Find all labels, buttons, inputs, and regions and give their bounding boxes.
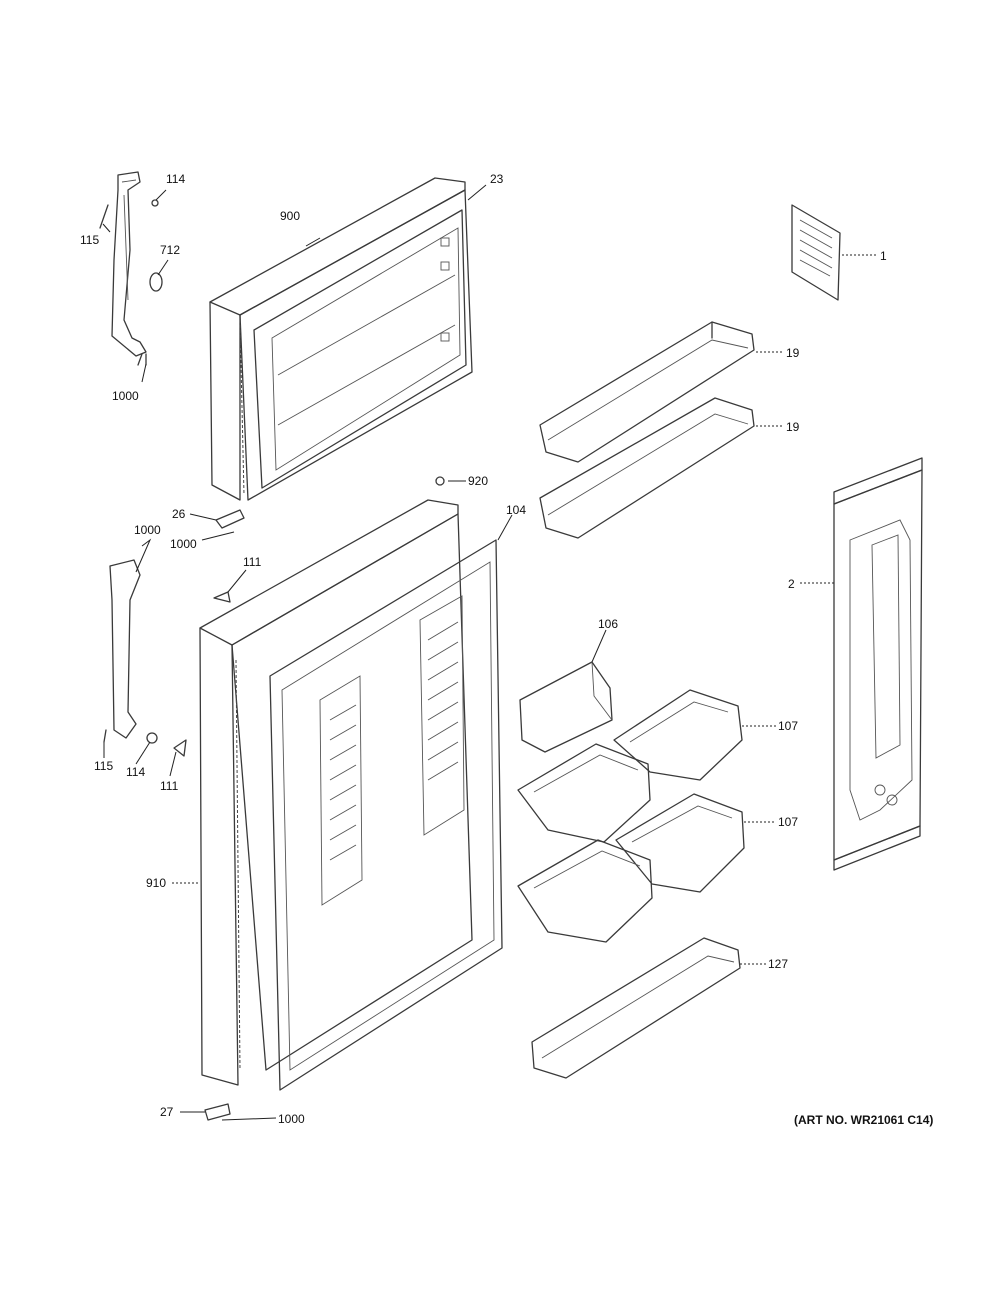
label-111-upper: 111 [243,555,262,569]
bottom-door-shelf-part [531,937,741,1079]
label-1000-mid: 1000 [170,537,197,551]
label-23: 23 [490,172,504,186]
door-bin-lower-left [517,839,653,943]
label-26: 26 [172,507,186,521]
leader-lines [102,184,876,1121]
upper-hinge-part [99,171,163,366]
label-107-upper: 107 [778,719,798,733]
label-114-lower: 114 [126,765,145,779]
label-106: 106 [598,617,618,631]
label-2: 2 [788,577,795,591]
door-bin-upper-left [517,743,651,843]
lower-hinge-part [103,476,445,1121]
owners-manual-part [791,204,841,301]
label-104: 104 [506,503,526,517]
label-127: 127 [768,957,788,971]
label-115-upper: 115 [80,233,99,247]
freezer-door-part [209,177,473,501]
label-107-lower: 107 [778,815,798,829]
door-bin-upper-right [613,689,743,781]
label-1000-upper: 1000 [112,389,139,403]
freezer-door-shelf-upper [539,321,755,463]
freezer-door-shelf-lower [539,397,755,539]
label-1: 1 [880,249,887,263]
label-27: 27 [160,1105,174,1119]
label-910: 910 [146,876,166,890]
label-111-lower: 111 [160,779,179,793]
label-1000-hinge: 1000 [134,523,161,537]
label-19-lower: 19 [786,420,800,434]
label-114-upper: 114 [166,172,185,186]
label-900: 900 [280,209,300,223]
label-19-upper: 19 [786,346,800,360]
part-labels: 114 115 712 1000 900 23 1 19 19 920 26 1… [80,172,933,1127]
door-handle-part [833,457,923,871]
dairy-bin-part [519,661,613,753]
label-712: 712 [160,243,180,257]
fresh-food-door-part [199,499,503,1091]
label-115-lower: 115 [94,759,113,773]
art-number: (ART NO. WR21061 C14) [794,1113,933,1127]
door-bin-lower-right [615,793,745,893]
label-1000-bottom: 1000 [278,1112,305,1126]
label-920: 920 [468,474,488,488]
